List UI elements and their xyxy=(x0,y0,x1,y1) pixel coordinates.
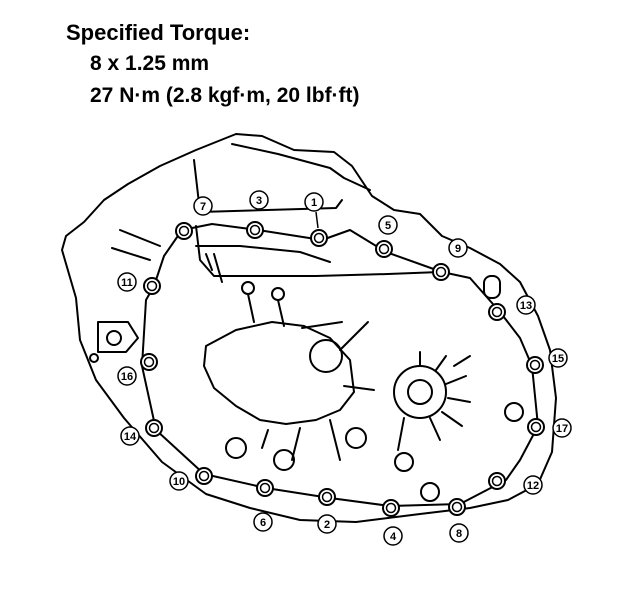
bolt-4 xyxy=(382,499,400,517)
bolt-8 xyxy=(448,498,466,516)
bolt-7 xyxy=(175,222,193,240)
bolt-9 xyxy=(432,263,450,281)
bolt-callout-7: 7 xyxy=(193,196,213,216)
bolt-15 xyxy=(526,356,544,374)
bolt-number-label: 4 xyxy=(390,531,397,543)
bolt-callout-11: 11 xyxy=(117,272,137,292)
bolt-callout-12: 12 xyxy=(523,475,543,495)
bolt-number-label: 6 xyxy=(260,517,266,529)
bolt-5 xyxy=(375,240,393,258)
left-boss xyxy=(97,321,139,353)
bolt-callout-8: 8 xyxy=(449,523,469,543)
bolt-number-label: 2 xyxy=(324,519,330,531)
bolt-number-label: 14 xyxy=(124,431,137,443)
bolt-number-label: 9 xyxy=(455,243,461,255)
bolt-callout-4: 4 xyxy=(383,526,403,546)
bolt-1 xyxy=(310,229,328,247)
bolt-callout-2: 2 xyxy=(317,514,337,534)
bolt-6 xyxy=(256,479,274,497)
bolt-callout-10: 10 xyxy=(169,471,189,491)
bolt-17 xyxy=(527,418,545,436)
bolt-callout-5: 5 xyxy=(378,215,398,235)
bolt-callout-16: 16 xyxy=(117,366,137,386)
bolt-callout-6: 6 xyxy=(253,512,273,532)
bolt-number-label: 12 xyxy=(527,480,539,492)
bolt-number-label: 5 xyxy=(385,220,391,232)
bolt-number-label: 10 xyxy=(173,476,185,488)
bolt-callout-17: 17 xyxy=(552,418,572,438)
case-top-rib-2 xyxy=(193,159,343,213)
bolt-callout-14: 14 xyxy=(120,426,140,446)
differential-outer xyxy=(393,365,447,419)
bolt-callout-13: 13 xyxy=(516,295,536,315)
bolt-size: 8 x 1.25 mm xyxy=(90,52,210,75)
bolt-number-label: 3 xyxy=(256,195,262,207)
bolt-number-label: 1 xyxy=(311,197,317,209)
gear-housing xyxy=(203,321,355,425)
bolt-callout-15: 15 xyxy=(548,348,568,368)
bolt-number-label: 17 xyxy=(556,423,568,435)
bolt-13 xyxy=(488,303,506,321)
case-inner-edge-2 xyxy=(195,245,331,263)
bolt-10 xyxy=(195,467,213,485)
bolt-number-label: 15 xyxy=(552,353,564,365)
bolts-layer xyxy=(140,221,545,517)
bolt-callout-1: 1 xyxy=(304,192,324,212)
bolt-12 xyxy=(488,472,506,490)
bolt-2 xyxy=(318,488,336,506)
bolt-number-label: 13 xyxy=(520,300,532,312)
left-rib xyxy=(119,229,161,247)
bolt-number-label: 16 xyxy=(121,371,133,383)
differential-inner xyxy=(407,379,433,405)
callout-leader xyxy=(315,211,319,229)
torque-value: 27 N·m (2.8 kgf·m, 20 lbf·ft) xyxy=(90,84,360,107)
bolt-number-label: 7 xyxy=(200,201,206,213)
spec-title: Specified Torque: xyxy=(66,20,251,45)
left-rib-2 xyxy=(111,247,151,261)
bolt-callout-9: 9 xyxy=(448,238,468,258)
bolt-number-label: 11 xyxy=(121,277,133,289)
case-top-rib xyxy=(231,143,371,191)
case-inner-edge xyxy=(195,225,441,277)
bolt-16 xyxy=(140,353,158,371)
bolt-callout-3: 3 xyxy=(249,190,269,210)
bolt-14 xyxy=(145,419,163,437)
case-outer-outline xyxy=(61,133,557,523)
bolt-11 xyxy=(143,277,161,295)
bolt-number-label: 8 xyxy=(456,528,462,540)
bolt-3 xyxy=(246,221,264,239)
